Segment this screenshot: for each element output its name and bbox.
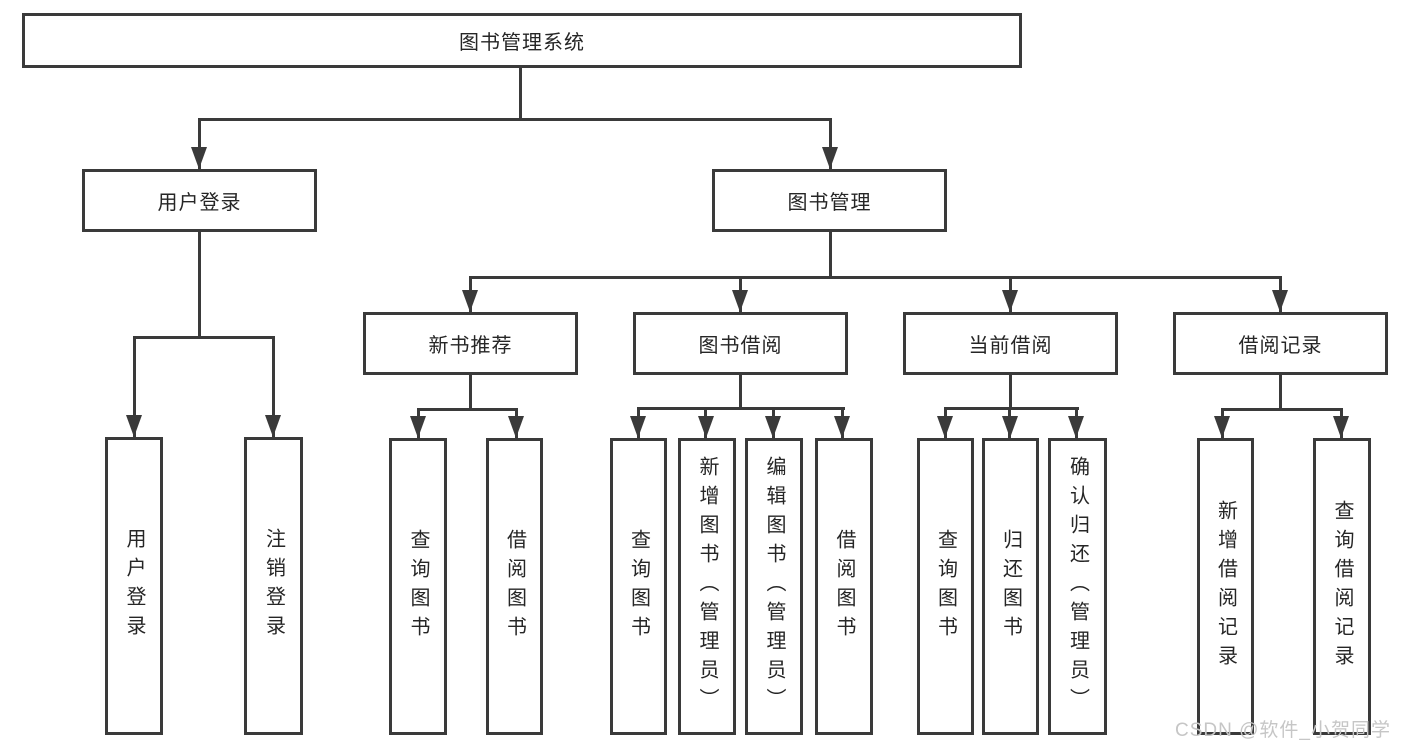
leaf-cb-return-book: 归还图书 — [982, 438, 1039, 735]
connector-line — [829, 232, 832, 276]
node-book-management: 图书管理 — [712, 169, 947, 232]
connector-arrowhead — [937, 416, 953, 438]
connector-arrowhead — [191, 147, 207, 169]
connector-line — [133, 336, 136, 437]
leaf-logout: 注销登录 — [244, 437, 303, 735]
connector-line — [272, 336, 275, 437]
connector-arrowhead — [410, 416, 426, 438]
connector-arrowhead — [1333, 416, 1349, 438]
leaf-user-login: 用户登录 — [105, 437, 163, 735]
leaf-nbr-query-book: 查询图书 — [389, 438, 447, 735]
leaf-cb-query-book: 查询图书 — [917, 438, 974, 735]
leaf-bb-add-book: 新增图书（管理员） — [678, 438, 736, 735]
connector-line — [739, 375, 742, 407]
connector-line — [1221, 408, 1343, 411]
connector-line — [1009, 375, 1012, 407]
node-new-book-recommend: 新书推荐 — [363, 312, 578, 375]
connector-arrowhead — [822, 147, 838, 169]
leaf-nbr-borrow-book: 借阅图书 — [486, 438, 543, 735]
leaf-cb-confirm-return: 确认归还（管理员） — [1048, 438, 1107, 735]
connector-arrowhead — [732, 290, 748, 312]
connector-line — [417, 408, 518, 411]
leaf-br-add-record: 新增借阅记录 — [1197, 438, 1254, 735]
connector-arrowhead — [630, 416, 646, 438]
connector-line — [198, 118, 832, 121]
connector-arrowhead — [1068, 416, 1084, 438]
connector-line — [519, 68, 522, 118]
connector-line — [469, 276, 1282, 279]
connector-line — [1279, 375, 1282, 408]
connector-arrowhead — [1002, 416, 1018, 438]
csdn-watermark: CSDN @软件_小贺同学 — [1175, 720, 1391, 741]
connector-arrowhead — [508, 416, 524, 438]
connector-line — [133, 336, 275, 339]
connector-arrowhead — [462, 290, 478, 312]
connector-line — [469, 375, 472, 408]
node-book-borrow: 图书借阅 — [633, 312, 848, 375]
node-user-login: 用户登录 — [82, 169, 317, 232]
connector-arrowhead — [765, 416, 781, 438]
connector-arrowhead — [265, 415, 281, 437]
connector-line — [198, 232, 201, 336]
connector-arrowhead — [1214, 416, 1230, 438]
connector-arrowhead — [698, 416, 714, 438]
node-current-borrow: 当前借阅 — [903, 312, 1118, 375]
connector-line — [829, 118, 832, 169]
leaf-bb-edit-book: 编辑图书（管理员） — [745, 438, 803, 735]
node-root: 图书管理系统 — [22, 13, 1022, 68]
leaf-br-query-record: 查询借阅记录 — [1313, 438, 1371, 735]
connector-line — [944, 407, 1079, 410]
connector-line — [637, 407, 845, 410]
connector-arrowhead — [1272, 290, 1288, 312]
connector-arrowhead — [126, 415, 142, 437]
connector-arrowhead — [1002, 290, 1018, 312]
leaf-bb-borrow-book: 借阅图书 — [815, 438, 873, 735]
connector-line — [198, 118, 201, 169]
connector-arrowhead — [834, 416, 850, 438]
node-borrow-record: 借阅记录 — [1173, 312, 1388, 375]
leaf-bb-query-book: 查询图书 — [610, 438, 667, 735]
